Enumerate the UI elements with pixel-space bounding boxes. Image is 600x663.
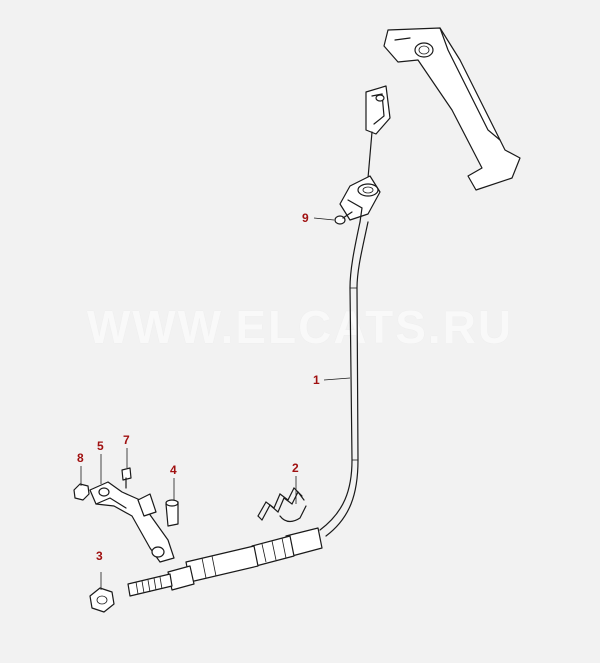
bracket-5 — [89, 481, 175, 563]
leader-lines — [80, 217, 351, 590]
spring-clip-2 — [257, 486, 307, 523]
callout-2[interactable]: 2 — [292, 461, 299, 475]
callout-3[interactable]: 3 — [96, 549, 103, 563]
callout-4[interactable]: 4 — [170, 463, 177, 477]
cable-clevis — [365, 85, 391, 135]
watermark: WWW.ELCATS.RU — [86, 301, 514, 353]
bolt-9 — [334, 211, 353, 225]
bushing-4 — [165, 499, 179, 527]
pedal-arm — [383, 27, 521, 191]
cable-sheath — [319, 221, 369, 537]
callout-1[interactable]: 1 — [313, 373, 320, 387]
callout-7[interactable]: 7 — [123, 433, 130, 447]
cable-wire-top — [367, 131, 373, 179]
nut-3 — [89, 587, 115, 613]
nut-8 — [73, 483, 90, 501]
callout-5[interactable]: 5 — [97, 439, 104, 453]
bolt-7 — [121, 467, 132, 489]
cable-grommet — [339, 175, 381, 223]
callout-9[interactable]: 9 — [302, 211, 309, 225]
callout-8[interactable]: 8 — [77, 451, 84, 465]
cable-end-fitting — [127, 527, 323, 597]
